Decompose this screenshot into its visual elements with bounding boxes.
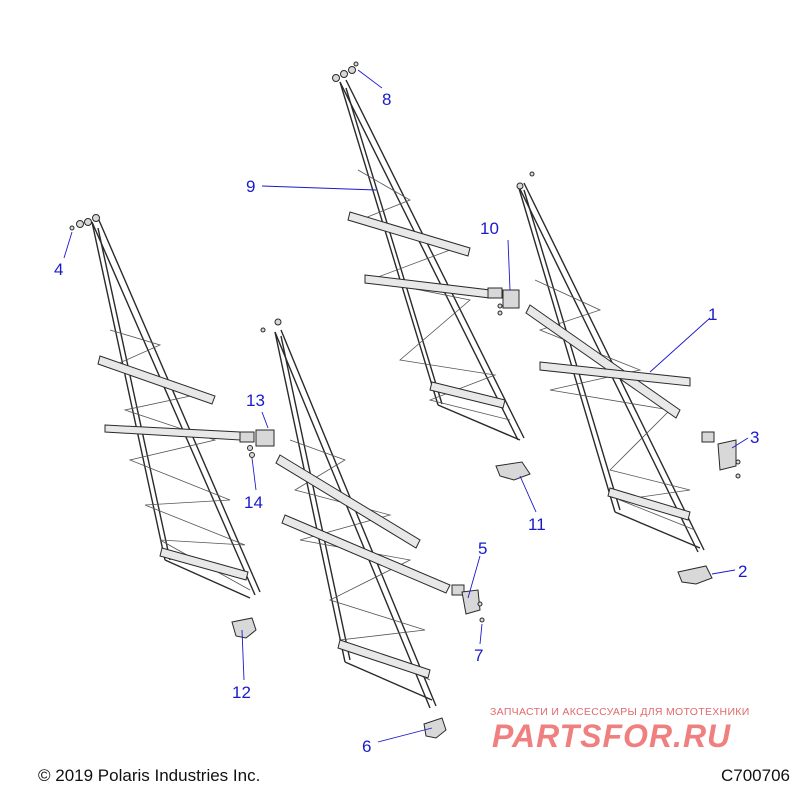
callout-7: 7 (474, 646, 483, 665)
callout-14: 14 (244, 493, 263, 512)
callout-10: 10 (480, 219, 499, 238)
callout-8: 8 (382, 90, 391, 109)
callout-9: 9 (246, 177, 255, 196)
right-front-net-frame (516, 171, 741, 585)
callout-numbers: 1 2 3 4 5 6 7 8 9 10 11 12 13 14 (54, 90, 759, 756)
left-rear-net-frame (69, 214, 275, 639)
callout-2: 2 (738, 562, 747, 581)
callout-6: 6 (362, 737, 371, 756)
callout-1: 1 (708, 305, 717, 324)
callout-5: 5 (478, 539, 487, 558)
callout-13: 13 (246, 391, 265, 410)
callout-4: 4 (54, 260, 63, 279)
drawing-code: C700706 (720, 766, 790, 785)
left-front-net-frame (260, 318, 485, 739)
callout-3: 3 (750, 428, 759, 447)
copyright-notice: © 2019 Polaris Industries Inc. (38, 766, 261, 785)
watermark-subtitle: ЗАПЧАСТИ И АКСЕССУАРЫ ДЛЯ МОТОТЕХНИКИ (490, 706, 750, 718)
watermark-logo: PARTSFOR.RU (492, 718, 732, 754)
callout-12: 12 (232, 683, 251, 702)
callout-11: 11 (528, 515, 546, 534)
right-rear-net-frame (332, 61, 531, 481)
leader-lines (63, 69, 749, 743)
